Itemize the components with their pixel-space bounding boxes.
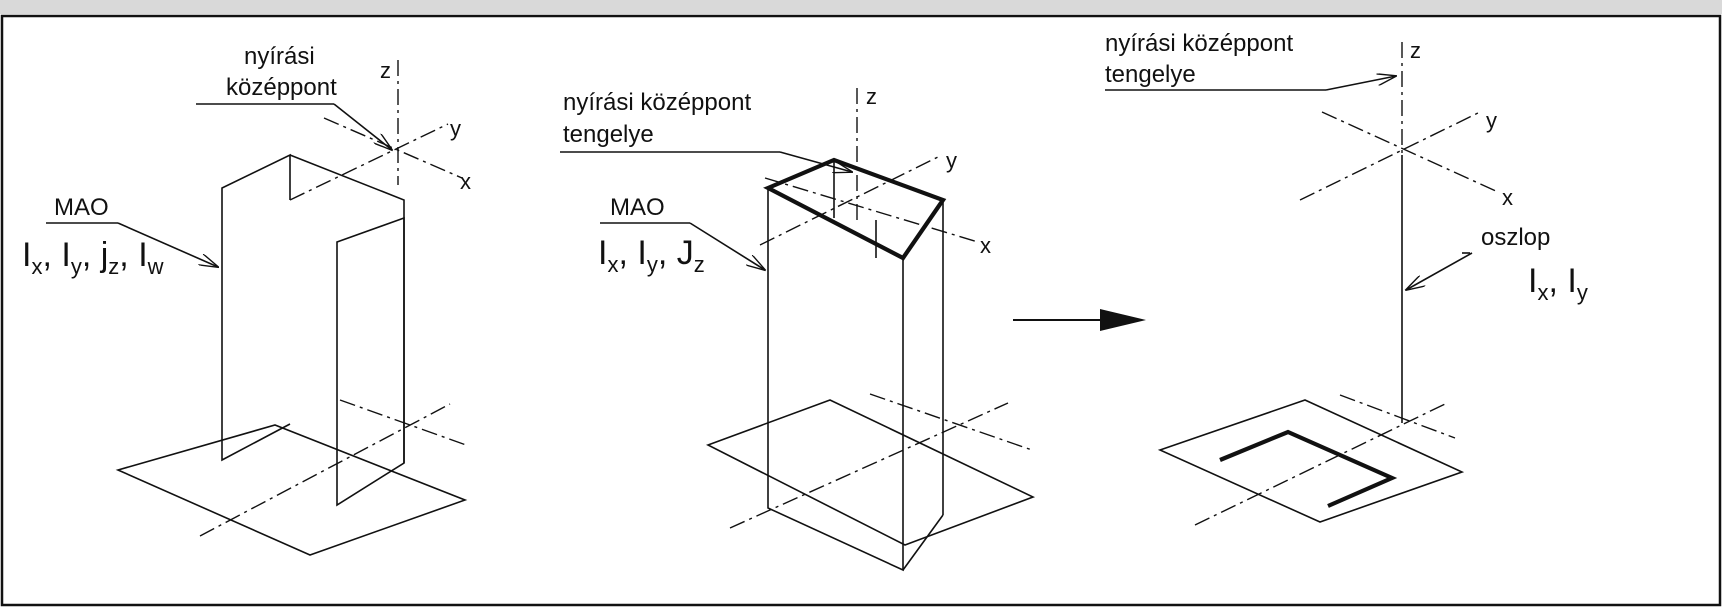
right-section-outline — [1219, 429, 1398, 508]
middle-mao-label: MAO — [610, 194, 665, 221]
middle-mao-leader — [689, 222, 765, 270]
right-shear-axis-label-1: nyírási középpont — [1105, 30, 1293, 57]
middle-shear-axis-label-1: nyírási középpont — [563, 89, 751, 116]
middle-axis-y — [759, 154, 943, 246]
column-leader — [1406, 252, 1473, 290]
left-axis-x — [323, 117, 463, 179]
left-axis-z-label: z — [380, 58, 391, 83]
right-axis-y-label: y — [1486, 108, 1497, 133]
middle-axis-x — [764, 177, 979, 243]
left-web — [289, 154, 405, 463]
figure-frame — [0, 14, 1722, 607]
middle-shear-axis-label-2: tengelye — [563, 121, 654, 148]
middle-panel: nyírási középpont tengelye z y x MAO Ix,… — [560, 84, 1036, 572]
right-shear-leader — [1325, 76, 1396, 91]
middle-axis-z-label: z — [866, 84, 877, 109]
middle-axis-x-label: x — [980, 233, 991, 258]
right-axis-x — [1321, 111, 1499, 193]
right-base-axis-y — [1194, 403, 1446, 526]
right-flange — [336, 216, 405, 507]
right-props: Ix, Iy — [1528, 262, 1588, 305]
left-panel: nyírási középpont z y x MAO Ix, Iy, jz, … — [22, 43, 471, 556]
right-base-plate — [1157, 399, 1465, 523]
middle-base-plate — [706, 399, 1036, 546]
right-base-axis-x — [1339, 394, 1456, 439]
left-axis-x-label: x — [460, 169, 471, 194]
transition-arrow-head — [1100, 309, 1146, 331]
middle-props: Ix, Iy, Jz — [598, 234, 705, 277]
right-panel: nyírási középpont tengelye z y x oszlop … — [1105, 30, 1588, 526]
middle-base-axis-y — [729, 402, 1009, 529]
left-props: Ix, Iy, jz, Iw — [22, 236, 164, 279]
left-axis-y-label: y — [450, 116, 461, 141]
middle-axis-y-label: y — [946, 148, 957, 173]
left-shear-center-label-2: középpont — [226, 74, 337, 101]
right-axis-x-label: x — [1502, 185, 1513, 210]
left-axis-y — [289, 123, 449, 201]
column-label: oszlop — [1481, 224, 1550, 251]
left-flange — [221, 153, 291, 462]
middle-box-front — [767, 188, 904, 572]
left-mao-label: MAO — [54, 194, 109, 221]
right-shear-axis-label-2: tengelye — [1105, 61, 1196, 88]
middle-shear-leader — [779, 151, 852, 172]
left-shear-center-label-1: nyírási — [244, 43, 315, 70]
middle-box-bottom-edge — [902, 514, 944, 571]
left-base-plate — [115, 424, 468, 556]
right-axis-z-label: z — [1410, 38, 1421, 63]
left-mao-leader — [117, 222, 218, 267]
middle-box-top — [763, 157, 947, 261]
right-axis-y — [1299, 111, 1481, 201]
left-base-axis-x — [339, 399, 467, 446]
top-strip — [0, 0, 1722, 14]
left-shear-leader — [333, 103, 392, 150]
left-base-axis-y — [199, 403, 451, 537]
transition-arrow — [1013, 309, 1146, 331]
